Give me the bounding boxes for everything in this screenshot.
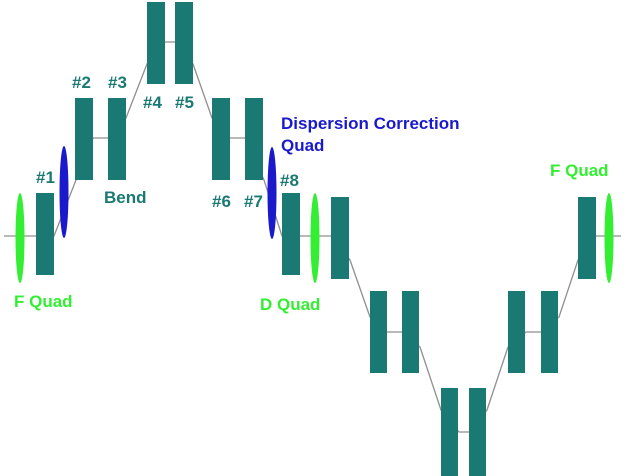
dipole-label-3: #3: [108, 73, 127, 92]
dipole-magnet: [541, 291, 558, 373]
bend-label: Bend: [104, 188, 147, 207]
f-quad-right-label: F Quad: [550, 161, 609, 180]
dipole-magnet: [108, 98, 126, 180]
f-quad-left-lens: [15, 193, 25, 283]
dipole-label-5: #5: [175, 93, 194, 112]
dispersion-quad-right-lens: [267, 147, 277, 239]
f-quad-right-lens: [604, 193, 614, 283]
dipole-label-6: #6: [212, 192, 231, 211]
dipole-label-7: #7: [244, 192, 263, 211]
dipole-magnet: [508, 291, 525, 373]
dipole-magnet: [245, 98, 263, 180]
dispersion-quad-left-lens: [59, 146, 69, 238]
dipole-magnet: [441, 388, 458, 476]
dipole-magnet: [469, 388, 486, 476]
dipole-group: [36, 2, 596, 476]
dipole-magnet: [402, 291, 419, 373]
dipole-magnet: [36, 193, 54, 275]
d-quad-label: D Quad: [260, 295, 320, 314]
dipole-label-4: #4: [143, 93, 162, 112]
dipole-label-1: #1: [36, 168, 55, 187]
dipole-magnet: [147, 2, 165, 84]
dipole-label-8: #8: [280, 171, 299, 190]
dipole-magnet: [212, 98, 230, 180]
dipole-magnet: [282, 193, 300, 275]
dipole-magnet: [331, 197, 349, 279]
dipole-magnet: [578, 197, 596, 279]
dipole-label-2: #2: [72, 73, 91, 92]
dipole-magnet: [370, 291, 387, 373]
dipole-magnet: [75, 98, 93, 180]
d-quad-lens: [310, 193, 320, 283]
dispersion-correction-label: Dispersion Correction: [281, 114, 460, 133]
f-quad-left-label: F Quad: [14, 292, 73, 311]
dipole-magnet: [175, 2, 193, 84]
dispersion-correction-label-line2: Quad: [281, 136, 324, 155]
